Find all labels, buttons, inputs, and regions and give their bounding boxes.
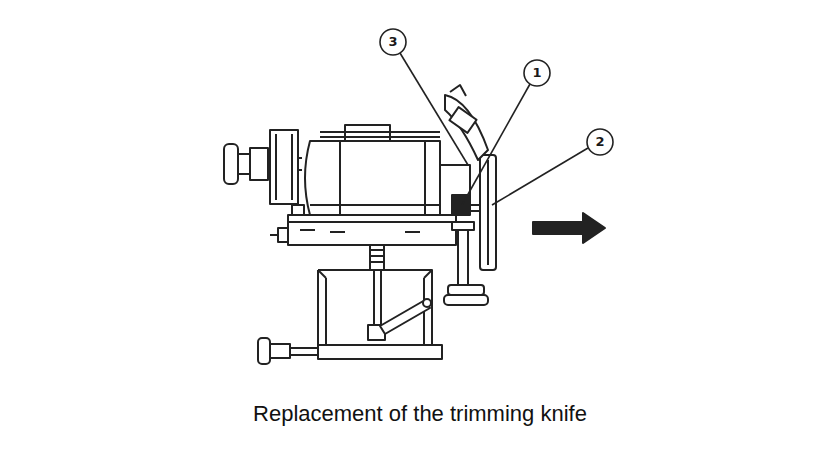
callout-number: 3 <box>382 31 404 53</box>
callout-number: 1 <box>526 62 548 84</box>
motor-housing <box>305 125 440 215</box>
figure-caption: Replacement of the trimming knife <box>0 401 840 427</box>
callout-number: 2 <box>589 131 611 153</box>
callout-marks <box>380 29 613 205</box>
left-knob <box>224 130 302 204</box>
adjusting-screw <box>444 222 488 305</box>
stand <box>258 245 442 364</box>
base-plate <box>270 205 456 245</box>
direction-arrow <box>533 213 605 243</box>
